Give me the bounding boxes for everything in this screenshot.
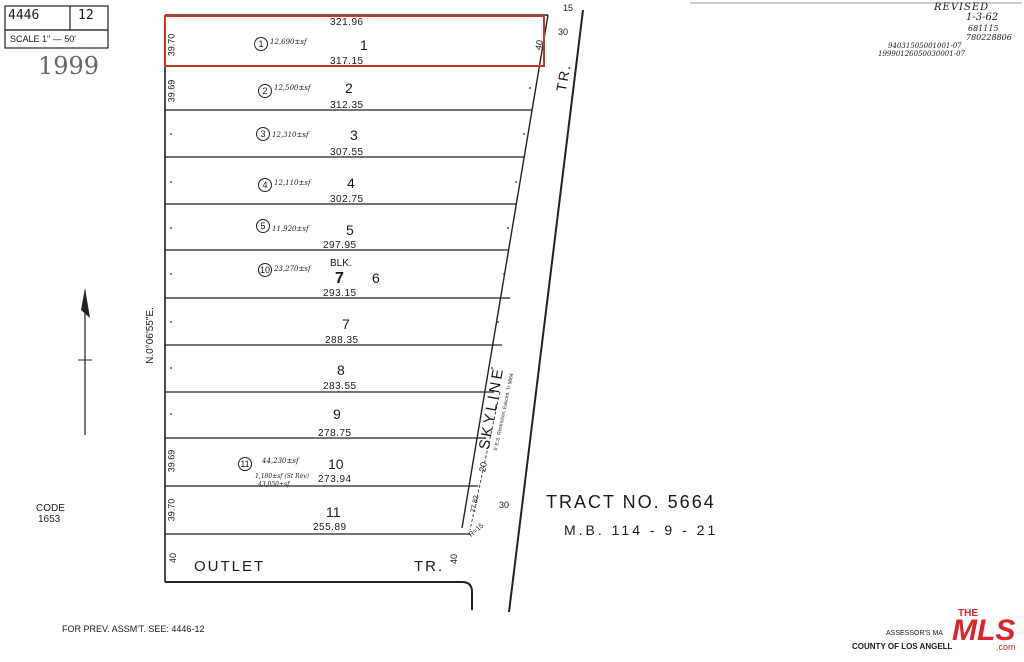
tract-title: TRACT NO. 5664: [546, 492, 716, 512]
left-dim-4: 39.70: [166, 498, 177, 522]
lot-number-1: 1: [360, 37, 368, 53]
parcel-circle-2: 2: [258, 84, 272, 98]
lot-bottom-dim-2: 312.35: [330, 100, 364, 111]
parcel-circle-4: 4: [258, 178, 272, 192]
parcel-circle-1: 1: [254, 37, 268, 51]
lot-10-extra-1: 1,180±sf (St Rev): [255, 473, 309, 480]
revised-label: REVISED: [934, 2, 990, 13]
code-label: CODE: [36, 503, 65, 514]
lot-area-6: 23,270±sf: [274, 265, 311, 273]
block-label: BLK.: [330, 258, 352, 269]
tract-map-ref: M.B. 114 - 9 - 21: [564, 522, 719, 538]
parcel-circle-11: 11: [238, 457, 252, 471]
code-value: 1653: [38, 514, 61, 525]
outlet-street-name: OUTLET: [194, 558, 266, 575]
mls-logo: THE MLS .com: [952, 608, 1016, 652]
parcel-circle-3: 3: [256, 127, 270, 141]
block-number: 7: [335, 270, 344, 287]
map-book-number: 4446: [8, 8, 40, 23]
lot-bottom-dim-8: 283.55: [323, 381, 357, 392]
lot-bottom-dim-5: 297.95: [323, 240, 357, 251]
lot-1-highlight: [164, 15, 545, 67]
left-dim-1: 39.70: [166, 33, 177, 57]
left-dim-2: 39.69: [166, 79, 177, 103]
lot-bottom-dim-9: 278.75: [318, 428, 352, 439]
revision-note-1: 681115: [968, 24, 999, 33]
lot-area-2: 12,500±sf: [274, 84, 311, 92]
lot-area-1: 12,690±sf: [270, 38, 307, 46]
parcel-ref-2: 19990126050030001-07: [878, 50, 965, 58]
lot-area-10: 44,230±sf: [262, 457, 299, 465]
lot-number-9: 9: [333, 406, 341, 422]
lot-number-3: 3: [350, 127, 358, 143]
skyline-east-edge: [508, 9, 584, 613]
lot-bottom-dim-3: 307.55: [330, 147, 364, 158]
map-page-number: 12: [78, 8, 94, 23]
lot-number-5: 5: [346, 222, 354, 238]
lot-bottom-dim-4: 302.75: [330, 194, 364, 205]
county-label: COUNTY OF LOS ANGELL: [852, 642, 953, 651]
top-right-dim: 30: [558, 27, 569, 37]
assessor-label: ASSESSOR'S MA: [886, 630, 943, 637]
lot-bottom-dim-1: 317.15: [330, 56, 364, 67]
lot-number-8: 8: [337, 362, 345, 378]
lot-bottom-dim-10: 273.94: [318, 474, 352, 485]
lot-area-5: 11,920±sf: [272, 225, 309, 233]
lot-number-10: 10: [328, 456, 344, 472]
lot-bottom-dim-7: 288.35: [325, 335, 359, 346]
lot-bottom-dim-6: 293.15: [323, 288, 357, 299]
bearing-label: N.0°06'55"E.: [144, 307, 156, 364]
lot-bottom-dim-11: 255.89: [313, 522, 347, 533]
lot-number-4: 4: [347, 175, 355, 191]
lot-1-right-dim: 40: [533, 39, 545, 51]
lot-area-4: 12,110±sf: [274, 179, 311, 187]
lot-number-2: 2: [345, 80, 353, 96]
outlet-right-dim: 40: [449, 553, 460, 565]
top-corner-dim: 15: [563, 3, 574, 13]
skyline-dim-20: 20: [477, 461, 489, 473]
skyline-west-edge: [461, 14, 549, 529]
outlet-road-edge: [165, 581, 473, 610]
lot-number-7: 7: [342, 316, 350, 332]
lot-area-3: 12,310±sf: [272, 131, 309, 139]
lot-number-6: 6: [372, 270, 380, 286]
outlet-left-dim: 40: [168, 552, 179, 564]
lot-10-extra-2: 43,050±sf: [258, 481, 290, 488]
prev-assessment: FOR PREV. ASSM'T. SEE: 4446-12: [62, 624, 205, 634]
lot-number-11: 11: [326, 504, 341, 520]
left-dim-3: 39.69: [166, 449, 177, 473]
north-arrow-icon: [78, 288, 92, 435]
top-dimension: 321.96: [330, 17, 364, 28]
year-stamp: 1999: [38, 52, 100, 80]
parcel-circle-10: 10: [258, 263, 272, 277]
parcel-circle-5: 5: [256, 219, 270, 233]
outlet-street-suffix: TR.: [414, 558, 445, 575]
revised-date: 1-3-62: [966, 12, 999, 23]
parcel-ref-1: 94031505001001-07: [888, 42, 962, 50]
scale-label: SCALE 1" — 50': [10, 34, 76, 44]
skyline-dim-30: 30: [499, 500, 510, 510]
revision-note-2: 780228806: [966, 33, 1012, 42]
